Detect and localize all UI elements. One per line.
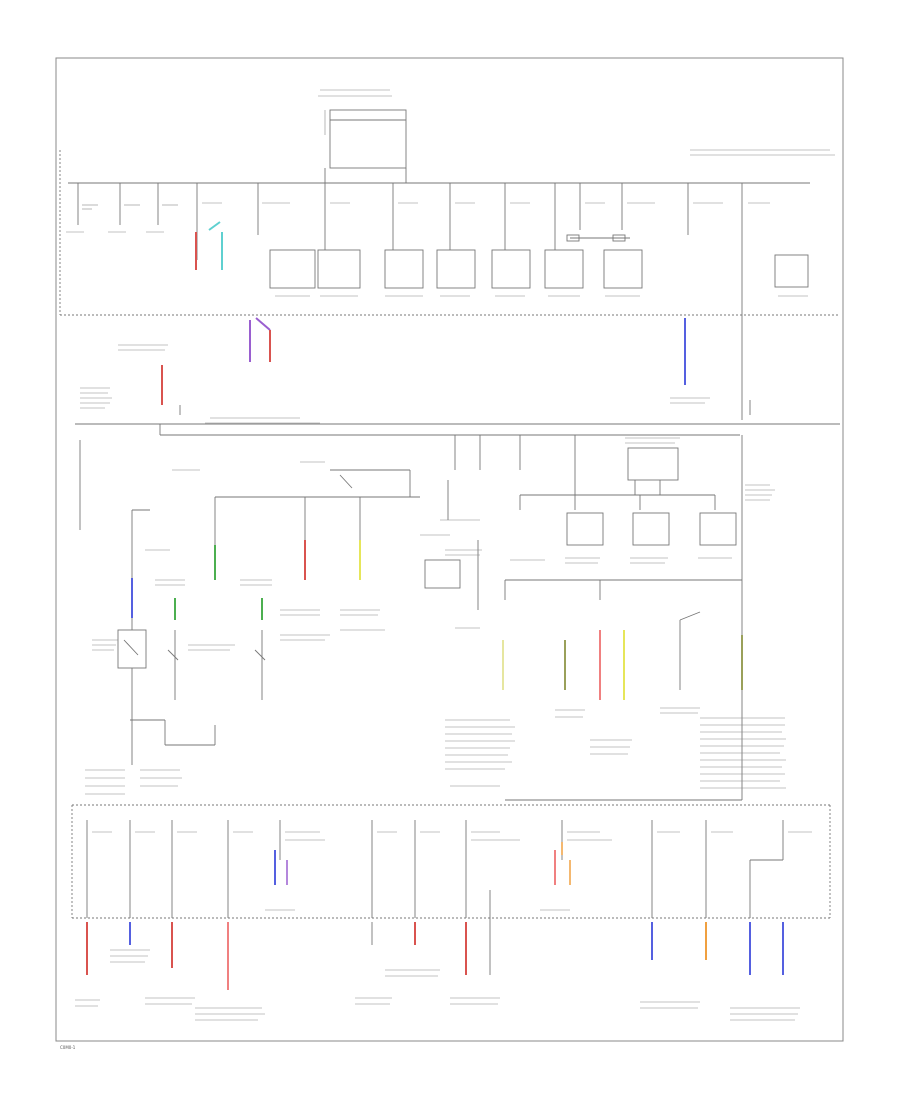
top-component-boxes (269, 234, 809, 297)
top-colored-wires (161, 221, 686, 405)
middle-circuit (79, 435, 786, 801)
bottom-wire-tails (75, 922, 800, 1021)
bottom-fuse-panel (71, 804, 831, 930)
top-fuse-drops (77, 183, 743, 420)
top-fuse-panel (59, 89, 840, 436)
diagram-frame (55, 57, 844, 1042)
footer-code: C0M0-1 (60, 1045, 76, 1050)
mid-bus (75, 344, 840, 436)
right-relay-box (627, 447, 679, 481)
top-fuse-labels (66, 202, 770, 233)
top-relay-box (329, 109, 407, 169)
